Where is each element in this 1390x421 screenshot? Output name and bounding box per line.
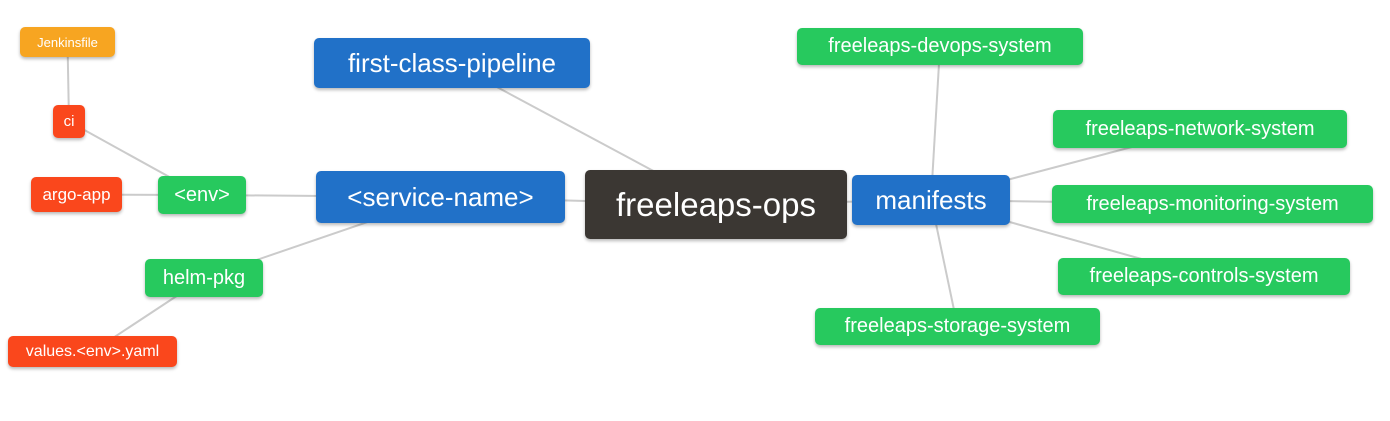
node-argo-app[interactable]: argo-app [31, 177, 122, 212]
node-controls-system[interactable]: freeleaps-controls-system [1058, 258, 1350, 295]
node-storage-system[interactable]: freeleaps-storage-system [815, 308, 1100, 345]
node-env[interactable]: <env> [158, 176, 246, 214]
node-freeleaps-ops[interactable]: freeleaps-ops [585, 170, 847, 239]
node-service-name[interactable]: <service-name> [316, 171, 565, 223]
node-manifests[interactable]: manifests [852, 175, 1010, 225]
node-helm-pkg[interactable]: helm-pkg [145, 259, 263, 297]
node-ci[interactable]: ci [53, 105, 85, 138]
node-network-system[interactable]: freeleaps-network-system [1053, 110, 1347, 148]
node-values-env-yaml[interactable]: values.<env>.yaml [8, 336, 177, 367]
node-jenkinsfile[interactable]: Jenkinsfile [20, 27, 115, 57]
edge-manifests-to-devops-system [930, 46, 941, 201]
node-first-class-pipeline[interactable]: first-class-pipeline [314, 38, 590, 88]
node-devops-system[interactable]: freeleaps-devops-system [797, 28, 1083, 65]
node-monitoring-system[interactable]: freeleaps-monitoring-system [1052, 185, 1373, 223]
